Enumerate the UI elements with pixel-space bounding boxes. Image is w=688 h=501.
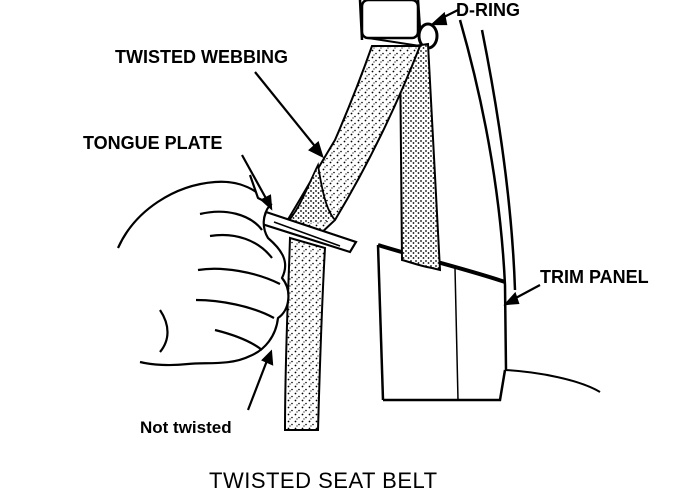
webbing-retractor-strand — [398, 42, 442, 272]
b-pillar — [358, 0, 601, 402]
not-twisted-label: Not twisted — [140, 418, 232, 437]
d-ring-anchor — [360, 0, 439, 50]
tongue-plate-label: TONGUE PLATE — [83, 133, 223, 153]
webbing-twist-fold — [283, 162, 336, 227]
lap-belt-strand — [283, 236, 327, 431]
trim-panel-label: TRIM PANEL — [540, 267, 649, 287]
twisted-webbing-label: TWISTED WEBBING — [115, 47, 288, 67]
d-ring-label: D-RING — [456, 0, 520, 20]
leader-lines — [241, 9, 541, 411]
trim-panel-shape — [377, 243, 506, 401]
diagram-caption: TWISTED SEAT BELT — [209, 468, 438, 493]
hand-illustration — [116, 174, 290, 367]
